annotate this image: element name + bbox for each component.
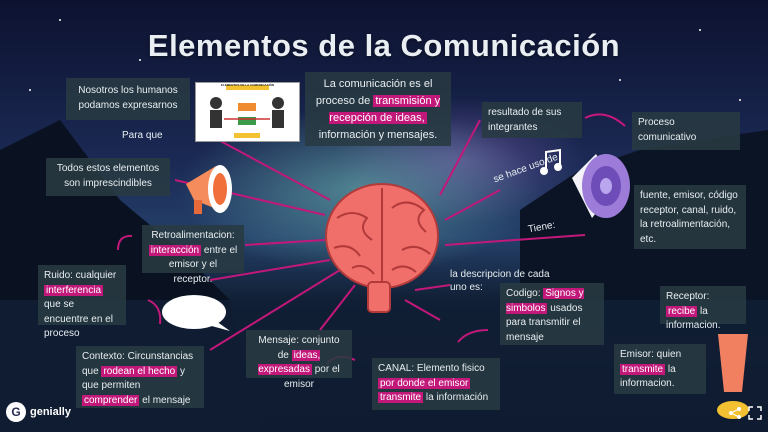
definition-text-end: información y mensajes. — [318, 129, 438, 142]
para-que-label: Para que — [122, 130, 163, 141]
codigo-text-end: usados para transmitir el mensaje — [506, 302, 583, 343]
ruido-highlight: interferencia — [44, 284, 104, 296]
mensaje-box: Mensaje: conjunto de ideas, expresadas p… — [246, 330, 352, 390]
genially-logo[interactable]: G genially — [6, 402, 71, 422]
receptor-text-start: Receptor: — [666, 291, 710, 302]
megaphone-icon — [186, 165, 232, 214]
brand-name: genially — [30, 406, 71, 418]
genially-g-icon: G — [6, 402, 26, 422]
emisor-box: Emisor: quien transmite la informacion. — [614, 344, 706, 394]
contexto-highlight-2: comprender — [82, 394, 140, 406]
mensaje-text-start: Mensaje: conjunto de — [258, 335, 340, 361]
ruido-text-end: que se encuentre en el proceso — [44, 299, 113, 339]
emisor-text-end: la informacion. — [620, 363, 676, 390]
brain-icon — [325, 183, 439, 313]
descripcion-label: la descripcion de cada uno es: — [450, 269, 550, 293]
codigo-box: Codigo: Signos y simbolos usados para tr… — [500, 283, 604, 345]
canal-box: CANAL: Elemento fisico por donde el emis… — [372, 358, 500, 410]
proceso-text: Proceso comunicativo — [638, 117, 697, 143]
emisor-highlight: transmite — [620, 363, 666, 375]
retro-text-start: Retroalimentacion: — [151, 230, 235, 241]
receptor-text-end: la informacion. — [666, 305, 721, 332]
mensaje-text-end: por el emisor — [283, 364, 340, 390]
music-note-icon — [540, 148, 562, 175]
diagram-figures-icon — [210, 85, 284, 138]
imprescindibles-box: Todos estos elementos son imprescindible… — [46, 158, 170, 196]
codigo-text-start: Codigo: — [506, 288, 544, 299]
ruido-text-start: Ruido: cualquier — [44, 270, 117, 281]
receptor-box: Receptor: recibe la informacion. — [660, 286, 746, 331]
emisor-text-start: Emisor: quien — [620, 349, 682, 360]
resultado-text: resultado de sus integrantes — [488, 107, 562, 133]
retro-text-end: entre el emisor y el receptor. — [168, 244, 238, 285]
page-title: Elementos de la Comunicación — [147, 28, 621, 63]
retroalimentacion-box: Retroalimentacion: interacción entre el … — [142, 225, 244, 285]
definition-text-start: La comunicación es el proceso de — [315, 78, 433, 108]
share-icon[interactable] — [728, 406, 742, 420]
elementos-lista-text: fuente, emisor, código receptor, canal, … — [640, 190, 738, 245]
resultado-box: resultado de sus integrantes — [482, 102, 582, 138]
contexto-box: Contexto: Circunstancias que rodean el h… — [76, 346, 204, 408]
imprescindibles-text: Todos estos elementos son imprescindible… — [56, 163, 160, 189]
retro-highlight: interacción — [148, 244, 202, 256]
contexto-text-mid: y que permiten — [82, 365, 185, 392]
fullscreen-icon[interactable] — [748, 406, 762, 420]
diagram-caption: ELEMENTOS DE LA COMUNICACIÓN — [220, 83, 275, 87]
humanos-text: Nosotros los humanos podamos expresarnos — [78, 85, 178, 111]
humanos-box: Nosotros los humanos podamos expresarnos — [66, 78, 190, 120]
canal-text-start: CANAL: Elemento fisico — [378, 363, 485, 374]
canal-highlight-1: por donde el emisor — [378, 377, 471, 389]
contexto-text-end: el mensaje — [139, 394, 191, 406]
speaker-icon — [572, 154, 630, 218]
speech-bubble-icon — [162, 295, 230, 331]
exclamation-icon — [717, 334, 749, 419]
proceso-box: Proceso comunicativo — [632, 112, 740, 150]
communication-diagram-image: ELEMENTOS DE LA COMUNICACIÓN — [195, 82, 300, 142]
contexto-highlight-1: rodean el hecho — [101, 365, 178, 377]
canal-highlight-2: transmite — [378, 392, 424, 403]
elementos-lista-box: fuente, emisor, código receptor, canal, … — [634, 185, 746, 249]
receptor-highlight: recibe — [666, 305, 698, 317]
contexto-text-start: Contexto: Circunstancias que — [82, 351, 194, 377]
canal-text-end: la información — [423, 392, 489, 403]
definition-box: La comunicación es el proceso de transmi… — [305, 72, 451, 146]
ruido-box: Ruido: cualquier interferencia que se en… — [38, 265, 126, 339]
